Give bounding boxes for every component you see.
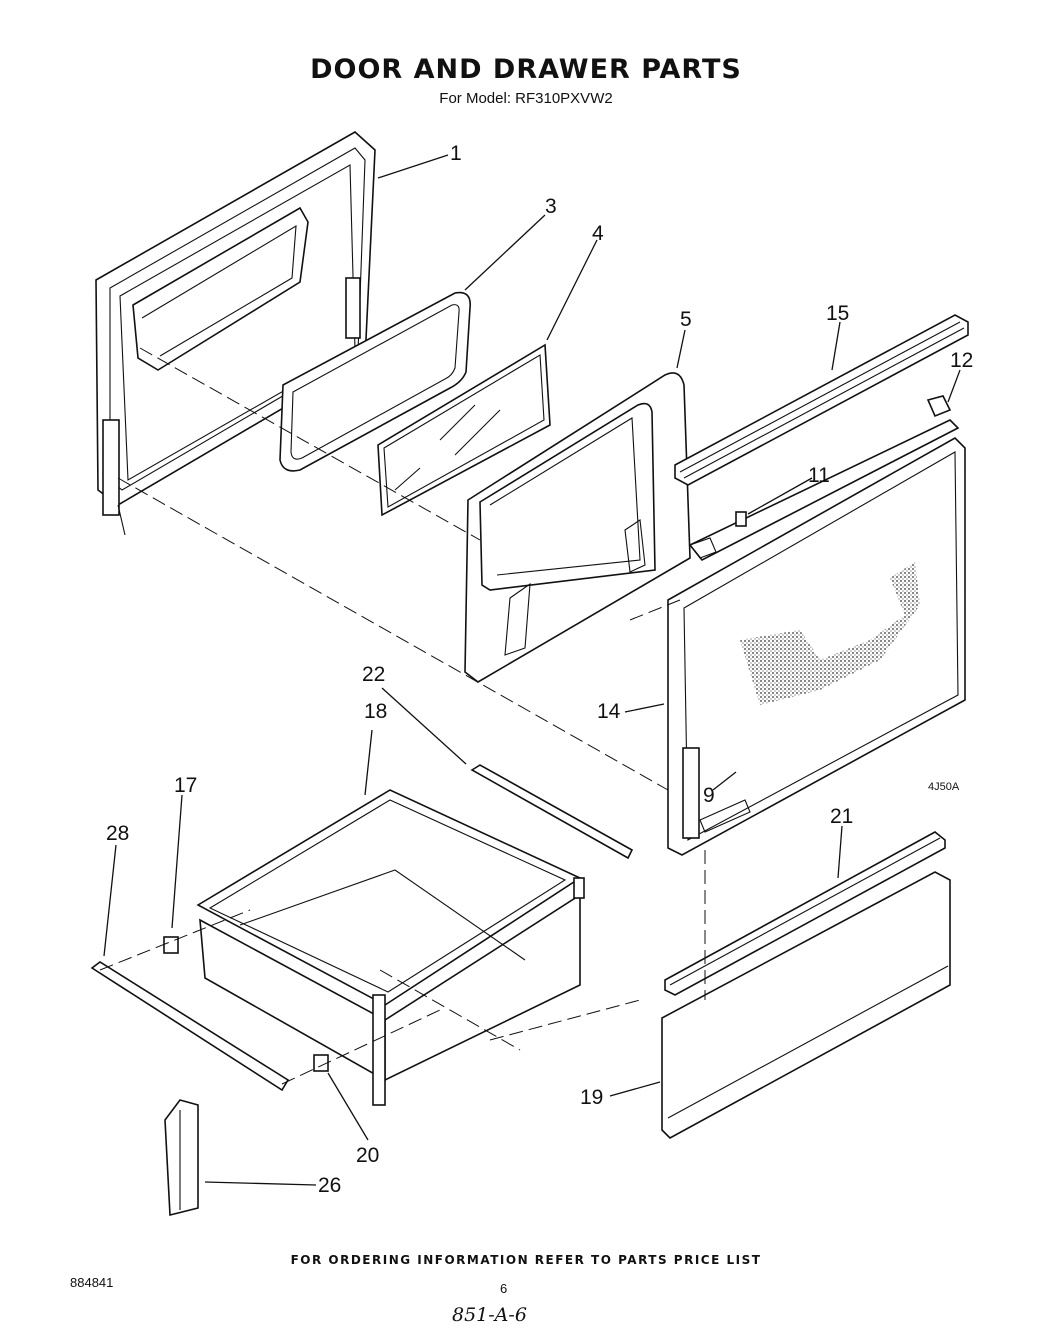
callout-9: 9 — [703, 784, 715, 807]
callout-15: 15 — [826, 302, 849, 325]
handwritten-note: 851-A-6 — [452, 1304, 527, 1326]
callout-11: 11 — [808, 464, 830, 487]
callout-18: 18 — [364, 700, 387, 723]
part-1-outer-door-panel — [95, 131, 376, 536]
part-17-slide-clip — [163, 936, 179, 954]
part-26-drawer-side-panel — [164, 1099, 199, 1217]
document-number: 884841 — [70, 1275, 114, 1290]
callout-28: 28 — [106, 822, 129, 845]
callout-3: 3 — [545, 195, 557, 218]
callout-22: 22 — [362, 663, 385, 686]
model-subtitle: For Model: RF310PXVW2 — [439, 90, 613, 107]
part-15-top-vent-trim — [674, 314, 969, 486]
part-12-clip — [926, 395, 952, 418]
part-28-drawer-rail — [90, 961, 290, 1092]
callout-20: 20 — [356, 1144, 379, 1167]
leader-lines — [103, 154, 961, 1186]
drawing-code: 4J50A — [928, 781, 960, 793]
part-5-inner-door-panel — [464, 372, 691, 683]
callout-14: 14 — [597, 700, 621, 723]
page-number: 6 — [500, 1281, 508, 1296]
callout-1: 1 — [450, 142, 462, 165]
part-19-drawer-front-panel — [661, 871, 951, 1139]
callout-26: 26 — [318, 1174, 341, 1197]
callout-12: 12 — [950, 349, 973, 372]
page-title: DOOR AND DRAWER PARTS — [310, 54, 742, 85]
part-22-drawer-slide — [470, 764, 634, 860]
callout-17: 17 — [174, 774, 197, 797]
callout-labels: 1 3 4 5 15 12 11 14 9 22 18 17 28 21 19 … — [106, 142, 973, 1197]
part-21-drawer-front-trim — [664, 831, 946, 996]
callout-21: 21 — [830, 805, 853, 828]
part-3-door-gasket — [279, 291, 472, 472]
part-18-drawer-body — [196, 789, 585, 1106]
ordering-info-footer: FOR ORDERING INFORMATION REFER TO PARTS … — [290, 1253, 762, 1267]
part-14-outer-door-glass — [667, 437, 966, 856]
part-11-bracket-rail — [688, 419, 960, 562]
callout-5: 5 — [680, 308, 692, 331]
callout-4: 4 — [592, 222, 604, 245]
callout-19: 19 — [580, 1086, 603, 1109]
alignment-lines — [99, 347, 706, 1085]
